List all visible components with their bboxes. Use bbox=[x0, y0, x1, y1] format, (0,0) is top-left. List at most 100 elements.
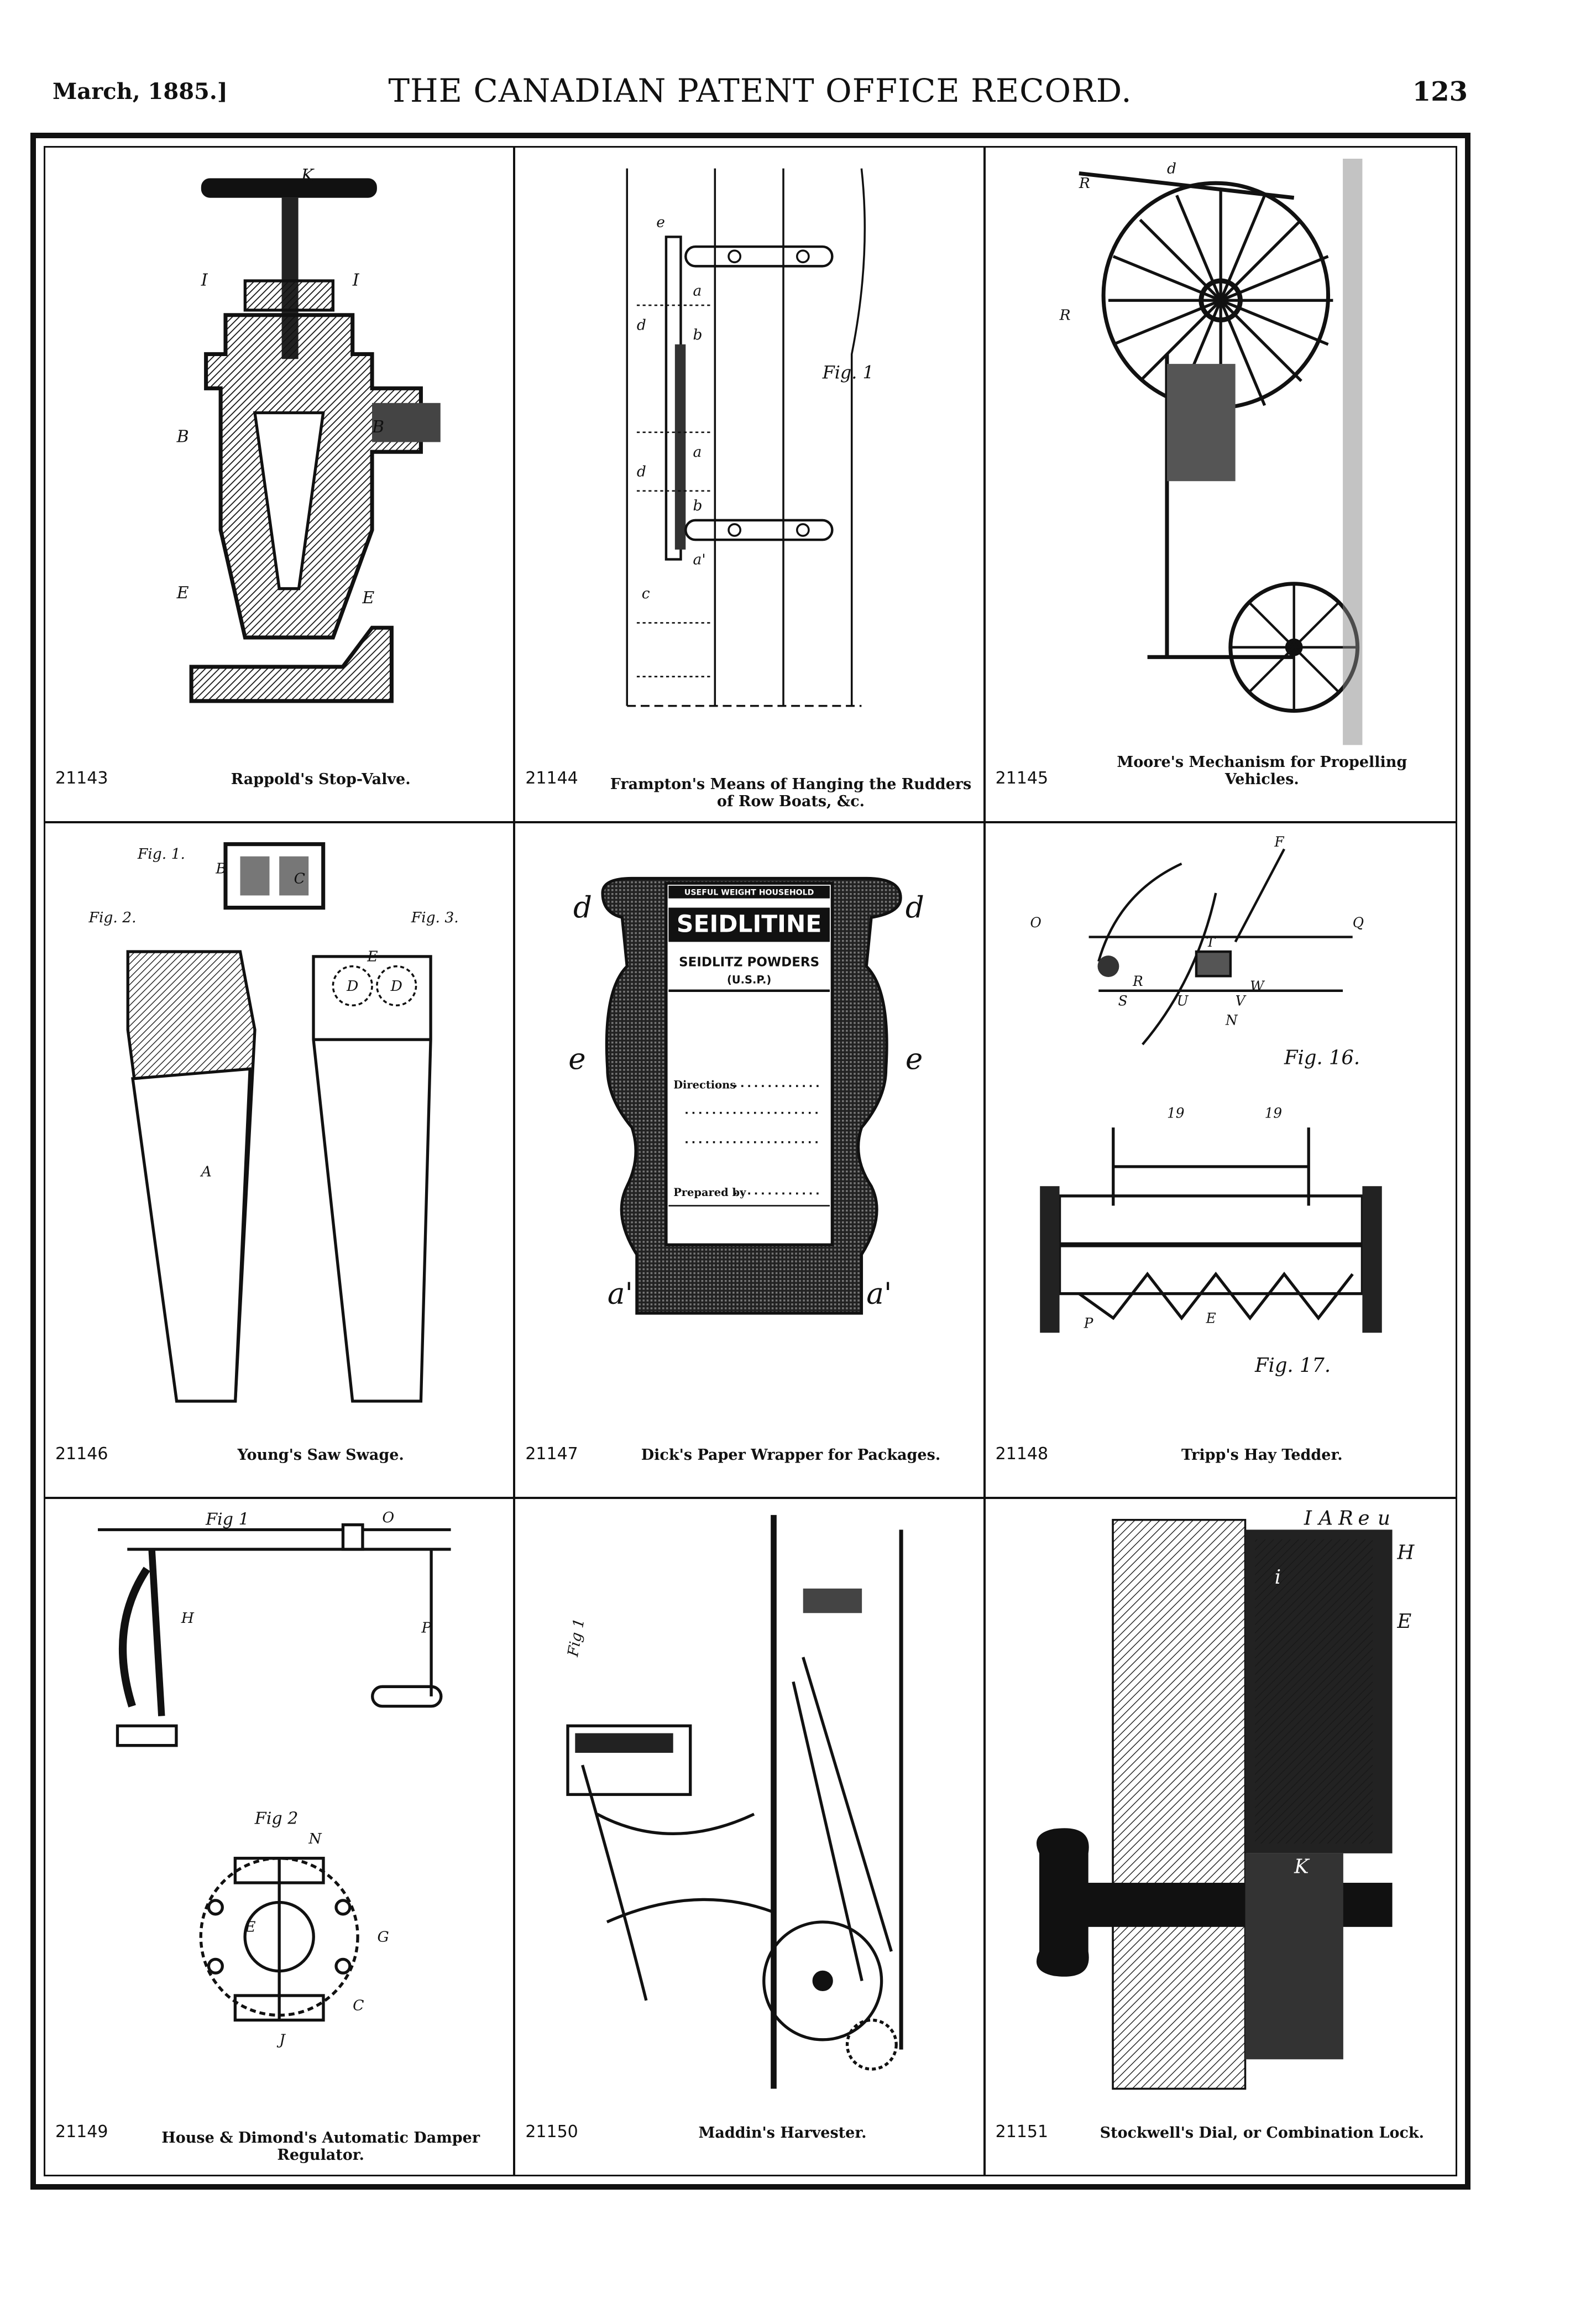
patent-plate-frame: K I I B B E E 21143 Rappold's Stop-Valve… bbox=[30, 133, 1470, 2190]
patent-title: Maddin's Harvester. bbox=[698, 2124, 867, 2142]
wrapper-product-name: SEIDLITZ POWDERS bbox=[679, 955, 819, 970]
figure-label-a-prime-left: a' bbox=[608, 1276, 633, 1310]
patent-title: Dick's Paper Wrapper for Packages. bbox=[641, 1446, 941, 1464]
wrapper-directions-label: Directions bbox=[674, 1078, 736, 1091]
figure-label-fig-1: Fig 1 bbox=[205, 1510, 249, 1529]
figure-label-c: C bbox=[294, 870, 305, 887]
patent-caption: 21151 Stockwell's Dial, or Combination L… bbox=[996, 2113, 1446, 2166]
figure-label-n: N bbox=[1225, 1012, 1238, 1028]
figure-label-j: J bbox=[276, 2031, 286, 2049]
patent-number: 21150 bbox=[525, 2122, 578, 2142]
figure-label-t: T bbox=[1206, 934, 1216, 950]
figure-label-u: u bbox=[1378, 1510, 1390, 1530]
figure-label-fig-3: Fig. 3. bbox=[411, 909, 459, 926]
patent-cell-21146: Fig. 1. Fig. 2. Fig. 3. A B C E D D bbox=[45, 823, 516, 1499]
figure-label-p: P bbox=[421, 1620, 432, 1637]
rudder-hanging-illustration: Fig. 1 e a b d a d b a' c bbox=[521, 159, 977, 755]
figure-label-e-right: E bbox=[1396, 1610, 1411, 1633]
patent-number: 21147 bbox=[525, 1444, 578, 1464]
figure-label-e: e bbox=[657, 214, 666, 231]
patent-title: House & Dimond's Automatic Damper Regula… bbox=[161, 2129, 480, 2164]
figure-label-i-left: I bbox=[201, 271, 208, 290]
figure-label-i-right: I bbox=[352, 271, 360, 290]
figure-label-d-top: d bbox=[637, 316, 646, 333]
figure-label-b: B bbox=[215, 860, 226, 878]
wrapper-prepared-by-label: Prepared by bbox=[674, 1186, 747, 1199]
figure-label-19-right: 19 bbox=[1264, 1105, 1281, 1121]
patent-cell-21144: Fig. 1 e a b d a d b a' c bbox=[515, 148, 986, 823]
figure-label-h: H bbox=[1396, 1542, 1415, 1564]
patent-cell-21148: Fig. 16. Fig. 17. F Q O R S T U V W N bbox=[985, 823, 1456, 1499]
patent-cell-21143: K I I B B E E 21143 Rappold's Stop-Valve… bbox=[45, 148, 516, 823]
page-header: March, 1885.] THE CANADIAN PATENT OFFICE… bbox=[53, 72, 1468, 116]
patent-number: 21149 bbox=[55, 2122, 108, 2142]
figure-label-b-mid: b bbox=[693, 497, 703, 514]
wrapper-brand-name: SEIDLITINE bbox=[677, 911, 821, 938]
figure-label-fig-16: Fig. 16. bbox=[1284, 1046, 1360, 1069]
figure-label-q: Q bbox=[1352, 915, 1363, 931]
wrapper-standard-note: (U.S.P.) bbox=[727, 974, 771, 986]
stop-valve-illustration: K I I B B E E bbox=[51, 159, 507, 755]
figure-label-fig-2: Fig 2 bbox=[254, 1809, 299, 1829]
figure-label-o: O bbox=[1030, 915, 1041, 931]
patent-caption: 21146 Young's Saw Swage. bbox=[55, 1435, 503, 1488]
figure-label-k: K bbox=[301, 166, 315, 185]
figure-label-fig-1: Fig 1 bbox=[564, 1617, 588, 1659]
figure-label-i: I bbox=[1304, 1510, 1312, 1530]
figure-label-k: K bbox=[1294, 1855, 1310, 1878]
figure-label-c: c bbox=[642, 585, 650, 602]
patent-number: 21151 bbox=[995, 2122, 1049, 2142]
patent-number: 21148 bbox=[995, 1444, 1049, 1464]
figure-label-r: R bbox=[1338, 1510, 1353, 1530]
harvester-illustration: Fig 1 bbox=[521, 1510, 977, 2108]
figure-label-o: O bbox=[382, 1510, 394, 1526]
figure-label-u: U bbox=[1176, 993, 1189, 1009]
figure-label-d-left: D bbox=[346, 978, 358, 995]
figure-label-i-lower: i bbox=[1274, 1566, 1280, 1589]
figure-label-e-left: E bbox=[176, 583, 189, 603]
patent-title: Moore's Mechanism for Propelling Vehicle… bbox=[1117, 754, 1407, 788]
patent-cell-21147: USEFUL WEIGHT HOUSEHOLD SEIDLITINE SEIDL… bbox=[515, 823, 986, 1499]
figure-label-fig-2: Fig. 2. bbox=[88, 909, 137, 926]
figure-label-a-mid: a bbox=[693, 443, 702, 461]
patent-title: Frampton's Means of Hanging the Rudders … bbox=[610, 776, 972, 810]
figure-label-c: C bbox=[353, 1997, 364, 2014]
patent-title: Rappold's Stop-Valve. bbox=[231, 771, 411, 788]
figure-label-a: A bbox=[200, 1163, 212, 1181]
figure-label-b-right: B bbox=[371, 417, 384, 437]
figure-label-e: E bbox=[1205, 1310, 1216, 1326]
figure-label-b-top: b bbox=[693, 326, 703, 343]
wrapper-header-text: USEFUL WEIGHT HOUSEHOLD bbox=[684, 889, 814, 897]
patent-grid: K I I B B E E 21143 Rappold's Stop-Valve… bbox=[45, 148, 1456, 2175]
figure-label-a-prime-right: a' bbox=[867, 1276, 892, 1310]
patent-number: 21145 bbox=[995, 769, 1049, 788]
patent-title: Stockwell's Dial, or Combination Lock. bbox=[1100, 2124, 1425, 2142]
patent-title: Tripp's Hay Tedder. bbox=[1181, 1446, 1343, 1464]
figure-label-d-right: d bbox=[906, 890, 924, 925]
paper-wrapper-illustration: USEFUL WEIGHT HOUSEHOLD SEIDLITINE SEIDL… bbox=[521, 834, 977, 1430]
figure-label-n: N bbox=[308, 1830, 322, 1847]
figure-label-e: E bbox=[367, 948, 378, 965]
patent-number: 21143 bbox=[55, 769, 108, 788]
figure-label-d-mid: d bbox=[637, 463, 646, 480]
figure-label-a-prime: a' bbox=[693, 551, 706, 568]
patent-caption: 21144 Frampton's Means of Hanging the Ru… bbox=[525, 759, 973, 812]
figure-label-r: R bbox=[1132, 973, 1143, 989]
patent-cell-21145: R d R 21145 Moore's Mechanism for Propel… bbox=[985, 148, 1456, 823]
figure-label-r-left: R bbox=[1059, 307, 1070, 324]
figure-label-d-left: d bbox=[573, 890, 592, 925]
figure-label-a-top: a bbox=[693, 282, 702, 299]
patent-cell-21151: I A R e u H E K i 21151 St bbox=[986, 1499, 1456, 2175]
figure-label-r-top: R bbox=[1079, 175, 1090, 192]
figure-label-h: H bbox=[181, 1610, 195, 1627]
patent-caption: 21147 Dick's Paper Wrapper for Packages. bbox=[525, 1435, 973, 1488]
figure-label-e-right: e bbox=[906, 1042, 923, 1076]
figure-label-g: G bbox=[378, 1928, 389, 1945]
figure-label-19-left: 19 bbox=[1167, 1105, 1184, 1121]
figure-label-s: S bbox=[1118, 993, 1127, 1009]
issue-date: March, 1885.] bbox=[53, 79, 228, 105]
patent-cell-21150: Fig 1 21150 Maddin's Harvester. bbox=[515, 1499, 986, 2175]
figure-label-fig-1: Fig. 1 bbox=[822, 363, 874, 383]
figure-label-p: P bbox=[1083, 1315, 1093, 1331]
figure-label-fig-17: Fig. 17. bbox=[1254, 1354, 1331, 1377]
